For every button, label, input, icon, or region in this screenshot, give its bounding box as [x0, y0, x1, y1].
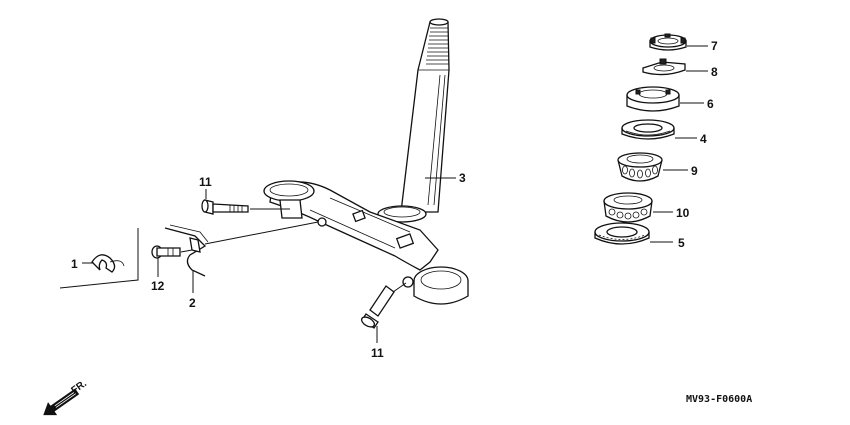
- callout-1: 1: [71, 257, 78, 271]
- front-direction-arrow-icon: [43, 388, 80, 416]
- callout-5: 5: [678, 236, 685, 250]
- callout-12: 12: [151, 279, 165, 293]
- callout-8: 8: [711, 65, 718, 79]
- lower-dust-seal: [594, 222, 650, 245]
- bearing-adjust-nut: [626, 86, 680, 112]
- inset-frame: [59, 228, 139, 289]
- callout-3: 3: [459, 171, 466, 185]
- lower-bolt: [360, 285, 395, 329]
- upper-bolt: [201, 199, 249, 215]
- callout-10: 10: [676, 206, 690, 220]
- clip: [91, 254, 125, 273]
- dust-seal: [621, 119, 675, 140]
- callout-11-lower: 11: [371, 346, 384, 360]
- drawing-code: MV93-F0600A: [686, 394, 752, 405]
- bottom-bridge: [263, 180, 469, 305]
- callout-2: 2: [189, 296, 196, 310]
- upper-bearing: [617, 152, 663, 182]
- lock-nut: [649, 33, 687, 51]
- callout-6: 6: [707, 97, 714, 111]
- callout-7: 7: [711, 39, 718, 53]
- lower-bearing: [603, 192, 653, 223]
- lock-washer: [642, 58, 686, 76]
- clamp-bolt: [151, 245, 181, 259]
- callout-9: 9: [691, 164, 698, 178]
- leader-12-to-clamp: [180, 249, 193, 253]
- leader-2-clamp-to-bridge: [204, 221, 319, 245]
- wire-clamp: [164, 224, 209, 277]
- callout-11-upper: 11: [199, 175, 212, 189]
- callout-4: 4: [700, 132, 707, 146]
- leader-11-lower: [392, 282, 407, 293]
- steering-stem: [377, 18, 450, 223]
